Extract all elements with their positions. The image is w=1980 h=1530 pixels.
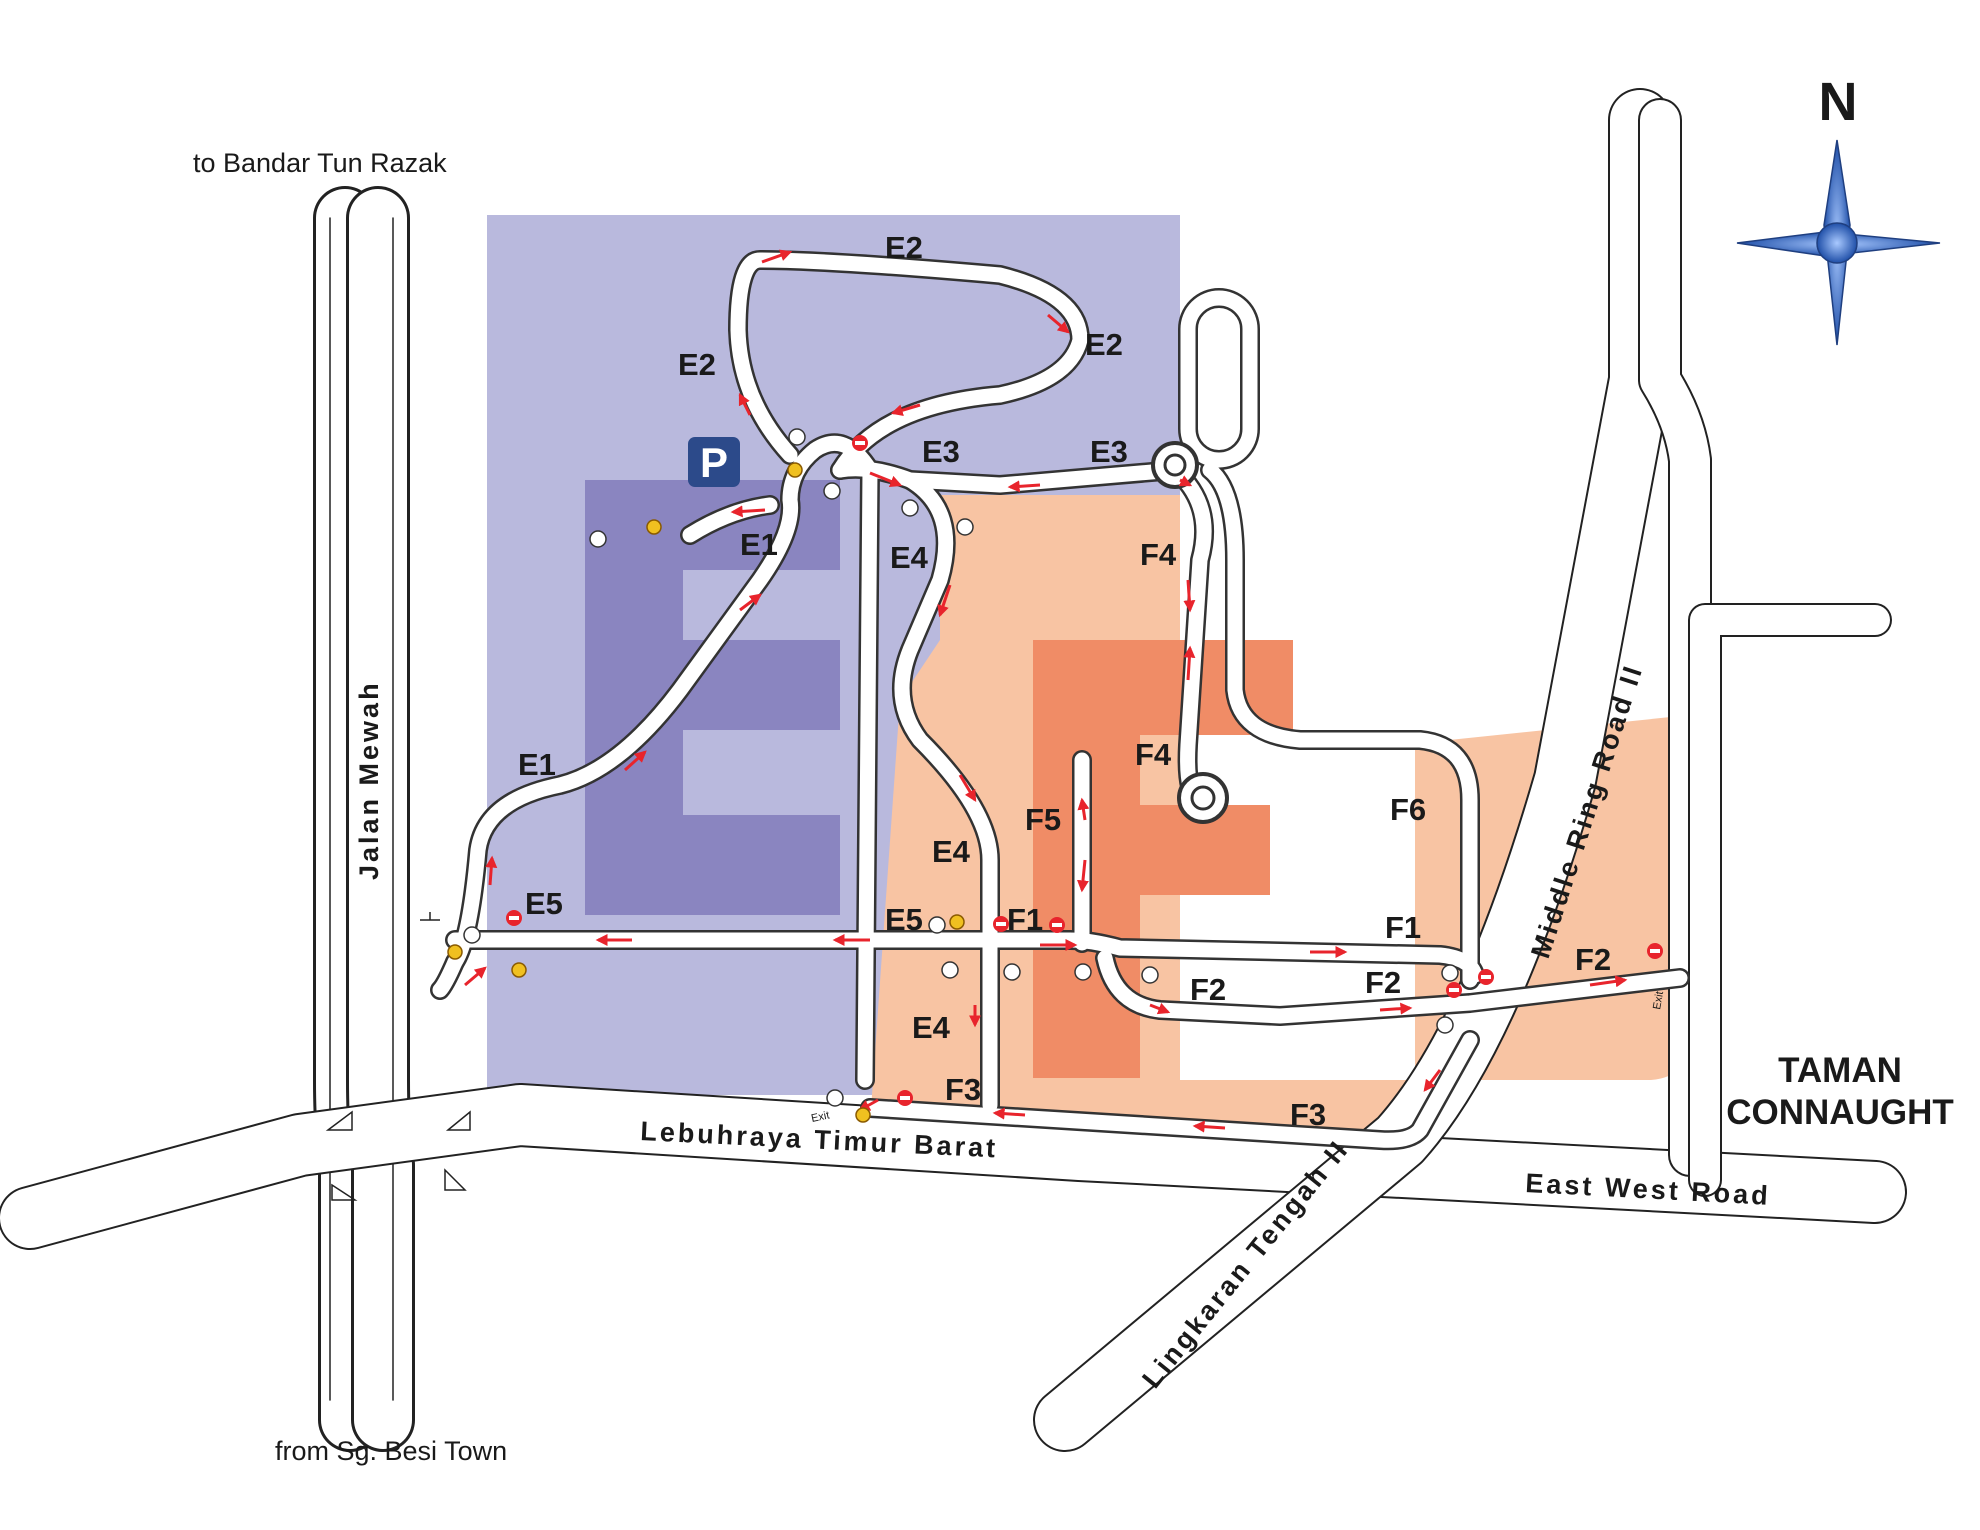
direction-sign-icon — [928, 916, 946, 934]
junction-islands — [325, 912, 471, 1201]
label-to-bandar-tun-razak: to Bandar Tun Razak — [193, 148, 447, 178]
zone-label-f2: F2 — [1575, 942, 1611, 977]
direction-sign-icon — [463, 926, 481, 944]
no-entry-icon — [852, 435, 868, 451]
zone-label-e2: E2 — [1085, 327, 1123, 362]
no-entry-icon — [1049, 917, 1065, 933]
landmark-icon — [949, 914, 965, 930]
direction-sign-icon — [1441, 964, 1459, 982]
direction-sign-icon — [1436, 1016, 1454, 1034]
label-jalan-mewah: Jalan Mewah — [354, 680, 384, 880]
zone-label-f3: F3 — [945, 1072, 981, 1107]
no-entry-icon — [1478, 969, 1494, 985]
no-entry-icon — [897, 1090, 913, 1106]
zone-label-e1: E1 — [518, 747, 556, 782]
landmark-icon — [447, 944, 463, 960]
no-entry-icon — [1446, 982, 1462, 998]
no-entry-icon — [506, 910, 522, 926]
landmark-icon — [646, 519, 662, 535]
taman-connaught-road — [1688, 603, 1892, 1197]
landmark-icon — [787, 462, 803, 478]
direction-sign-icon — [826, 1089, 844, 1107]
exit-label-west: Exit — [810, 1109, 830, 1125]
direction-sign-icon — [1074, 963, 1092, 981]
zone-label-f5: F5 — [1025, 802, 1061, 837]
compass-north-label: N — [1819, 72, 1858, 132]
zone-label-e4: E4 — [912, 1010, 951, 1045]
zone-label-e3: E3 — [1090, 434, 1128, 469]
direction-arrows — [464, 249, 1628, 1133]
label-connaught: CONNAUGHT — [1726, 1093, 1953, 1132]
direction-signs — [463, 428, 1459, 1107]
roundabout-f4 — [1177, 772, 1229, 824]
location-markers — [447, 462, 965, 1123]
zone-label-e2: E2 — [678, 347, 716, 382]
landmark-icon — [855, 1107, 871, 1123]
zone-label-e2: E2 — [885, 230, 923, 265]
label-taman: TAMAN — [1778, 1051, 1902, 1090]
direction-sign-icon — [1003, 963, 1021, 981]
exit-label-east: Exit — [1651, 990, 1666, 1010]
zone-labels: E1 E1 E2 E2 E2 E3 E3 E4 E4 E4 E5 E5 F1 F… — [518, 230, 1611, 1132]
compass-rose-icon — [1736, 139, 1941, 346]
roundabout-north — [1151, 441, 1199, 489]
zone-label-f1: F1 — [1007, 902, 1043, 937]
zone-label-f6: F6 — [1390, 792, 1426, 827]
campus-roads — [430, 250, 1690, 1151]
direction-sign-icon — [589, 530, 607, 548]
zone-label-e5: E5 — [525, 886, 563, 921]
no-entry-icon — [1647, 943, 1663, 959]
direction-sign-icon — [941, 961, 959, 979]
zone-label-e5: E5 — [885, 902, 923, 937]
zone-label-e4: E4 — [932, 834, 971, 869]
direction-sign-icon — [956, 518, 974, 536]
svg-text:P: P — [700, 439, 728, 486]
zone-label-f3: F3 — [1290, 1097, 1326, 1132]
external-roads — [0, 88, 1907, 1452]
no-entry-icon — [993, 916, 1009, 932]
parking-icon: P — [688, 437, 740, 487]
zone-label-f2: F2 — [1365, 965, 1401, 1000]
zone-label-f2: F2 — [1190, 972, 1226, 1007]
zone-label-e3: E3 — [922, 434, 960, 469]
label-from-sg-besi: from Sg. Besi Town — [275, 1436, 507, 1466]
no-entry-signs — [506, 435, 1663, 1106]
direction-sign-icon — [823, 482, 841, 500]
direction-sign-icon — [1141, 966, 1159, 984]
zone-label-e4: E4 — [890, 540, 929, 575]
direction-sign-icon — [788, 428, 806, 446]
zone-label-f1: F1 — [1385, 910, 1421, 945]
direction-sign-icon — [901, 499, 919, 517]
landmark-icon — [511, 962, 527, 978]
zone-label-f4: F4 — [1140, 537, 1177, 572]
zone-label-e1: E1 — [740, 527, 778, 562]
zone-label-f4: F4 — [1135, 737, 1172, 772]
